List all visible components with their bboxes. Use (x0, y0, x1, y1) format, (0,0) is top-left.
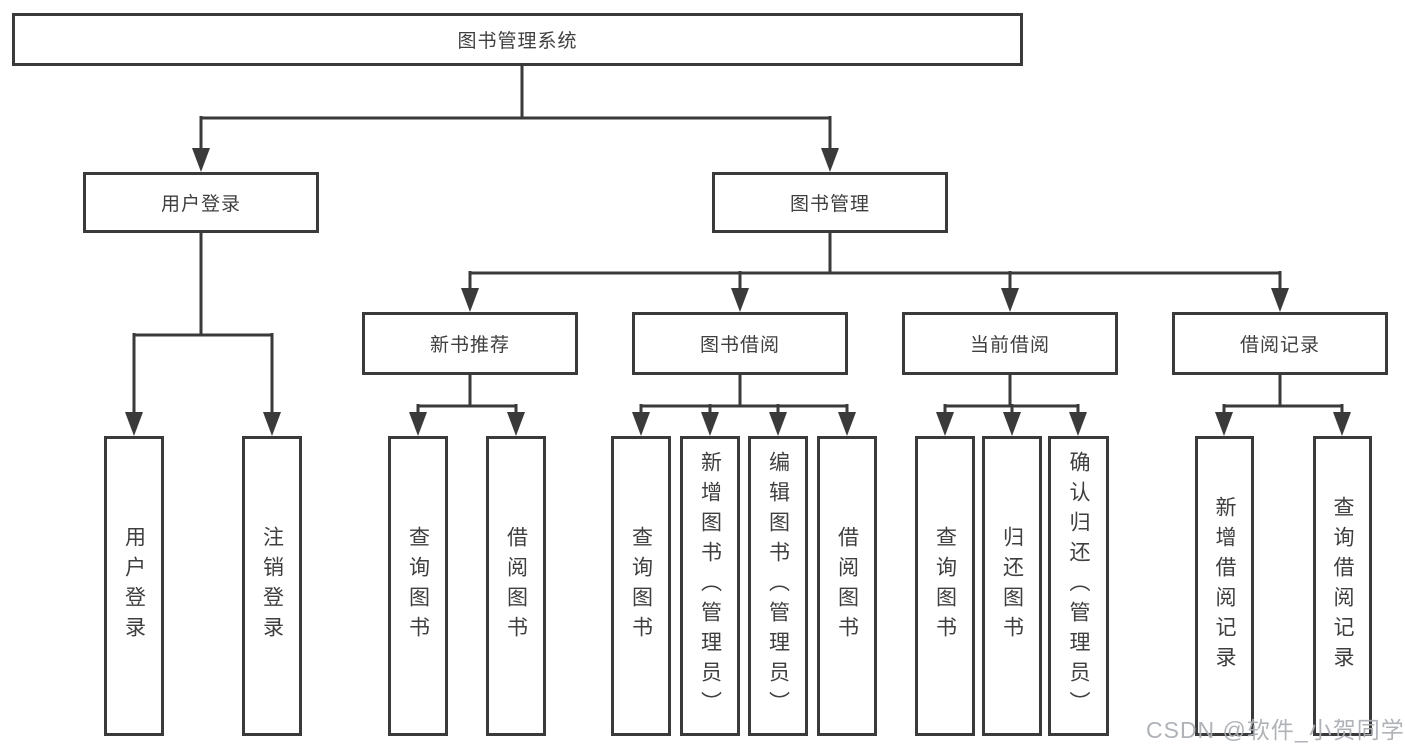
node-library-management-system: 图书管理系统 (12, 13, 1023, 66)
leaf-borrow-books-recommend: 借阅图书 (486, 436, 546, 736)
leaf-borrow-books-recommend-label: 借阅图书 (504, 526, 528, 646)
node-book-management: 图书管理 (712, 172, 948, 233)
leaf-query-books-borrowing: 查询图书 (611, 436, 671, 736)
leaf-confirm-return-admin: 确认归还（管理员） (1048, 436, 1109, 736)
node-borrowing-records: 借阅记录 (1172, 312, 1388, 375)
leaf-logout-label: 注销登录 (260, 526, 284, 646)
leaf-return-books-label: 归还图书 (1000, 526, 1024, 646)
leaf-query-borrow-record-label: 查询借阅记录 (1331, 496, 1354, 676)
leaf-add-borrow-record: 新增借阅记录 (1195, 436, 1254, 736)
leaf-return-books: 归还图书 (982, 436, 1042, 736)
leaf-borrow-books-label: 借阅图书 (835, 526, 859, 646)
leaf-query-books-recommend-label: 查询图书 (406, 526, 430, 646)
leaf-query-books-current: 查询图书 (915, 436, 975, 736)
leaf-query-books-borrowing-label: 查询图书 (629, 526, 653, 646)
leaf-edit-books-admin: 编辑图书（管理员） (748, 436, 808, 736)
leaf-borrow-books: 借阅图书 (817, 436, 877, 736)
leaf-user-login: 用户登录 (104, 436, 164, 736)
node-book-borrowing: 图书借阅 (632, 312, 848, 375)
leaf-logout: 注销登录 (242, 436, 302, 736)
leaf-query-books-recommend: 查询图书 (388, 436, 448, 736)
leaf-add-borrow-record-label: 新增借阅记录 (1213, 496, 1236, 676)
leaf-confirm-return-admin-label: 确认归还（管理员） (1067, 451, 1090, 721)
csdn-watermark: CSDN @软件_小贺同学 (1146, 717, 1405, 743)
leaf-query-books-current-label: 查询图书 (933, 526, 957, 646)
leaf-add-books-admin-label: 新增图书（管理员） (698, 451, 722, 721)
node-current-borrowing: 当前借阅 (902, 312, 1118, 375)
node-new-book-recommend: 新书推荐 (362, 312, 578, 375)
node-user-login: 用户登录 (83, 172, 319, 233)
leaf-add-books-admin: 新增图书（管理员） (680, 436, 740, 736)
leaf-query-borrow-record: 查询借阅记录 (1313, 436, 1372, 736)
leaf-edit-books-admin-label: 编辑图书（管理员） (766, 451, 790, 721)
leaf-user-login-label: 用户登录 (122, 526, 146, 646)
